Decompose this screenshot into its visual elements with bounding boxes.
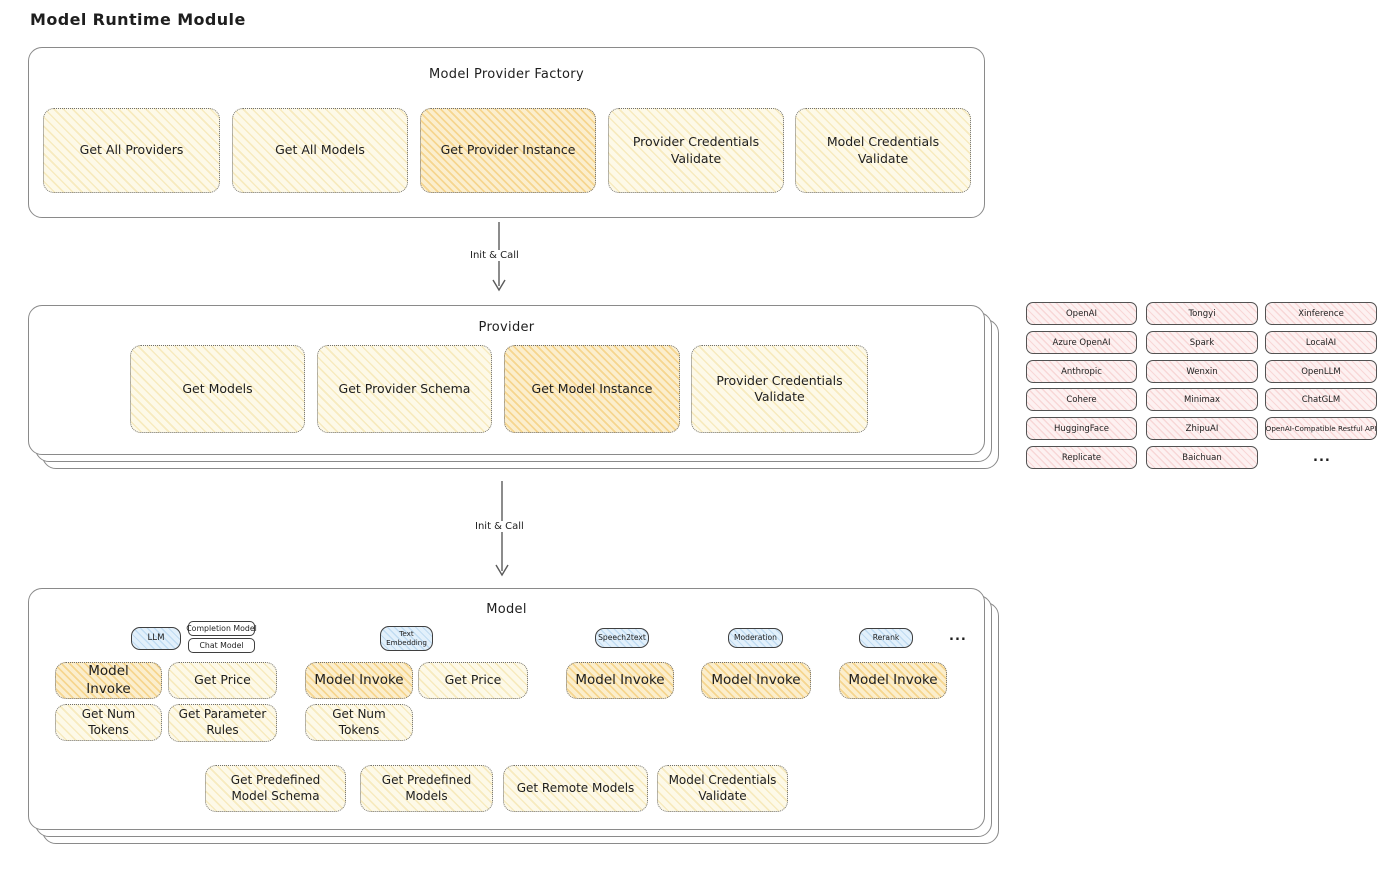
diagram-title: Model Runtime Module <box>30 10 246 29</box>
vendors-more-ellipsis: ... <box>1313 450 1331 465</box>
provider-item-get-model-instance: Get Model Instance <box>504 345 680 433</box>
model-model-credentials-validate: Model Credentials Validate <box>657 765 788 812</box>
init-call-label-1: Init & Call <box>466 250 523 261</box>
vendor-minimax: Minimax <box>1146 388 1258 411</box>
vendor-azure-openai: Azure OpenAI <box>1026 331 1137 354</box>
provider-item-provider-credentials-validate: Provider Credentials Validate <box>691 345 868 433</box>
factory-title: Model Provider Factory <box>429 67 584 82</box>
init-call-label-2: Init & Call <box>471 521 528 532</box>
speech2text-model-invoke: Model Invoke <box>566 662 674 699</box>
provider-title: Provider <box>478 320 535 335</box>
rerank-model-invoke: Model Invoke <box>839 662 947 699</box>
vendor-tongyi: Tongyi <box>1146 302 1258 325</box>
model-get-predefined-models: Get Predefined Models <box>360 765 493 812</box>
vendor-xinference: Xinference <box>1265 302 1377 325</box>
tag-llm: LLM <box>131 627 181 650</box>
factory-item-get-all-providers: Get All Providers <box>43 108 220 193</box>
vendor-localai: LocalAI <box>1265 331 1377 354</box>
llm-get-parameter-rules: Get Parameter Rules <box>168 704 277 742</box>
vendor-spark: Spark <box>1146 331 1258 354</box>
tag-chat-model: Chat Model <box>188 638 255 653</box>
text-embedding-model-invoke: Model Invoke <box>305 662 413 699</box>
vendor-wenxin: Wenxin <box>1146 360 1258 383</box>
vendor-baichuan: Baichuan <box>1146 446 1258 469</box>
factory-item-get-provider-instance: Get Provider Instance <box>420 108 596 193</box>
llm-model-invoke: Model Invoke <box>55 662 162 699</box>
vendor-cohere: Cohere <box>1026 388 1137 411</box>
vendor-chatglm: ChatGLM <box>1265 388 1377 411</box>
text-embedding-get-price: Get Price <box>418 662 528 699</box>
tag-rerank: Rerank <box>859 628 913 648</box>
vendor-huggingface: HuggingFace <box>1026 417 1137 440</box>
model-get-remote-models: Get Remote Models <box>503 765 648 812</box>
model-get-predefined-model-schema: Get Predefined Model Schema <box>205 765 346 812</box>
vendor-openai: OpenAI <box>1026 302 1137 325</box>
moderation-model-invoke: Model Invoke <box>701 662 811 699</box>
vendor-openai-compatible-restful-api: OpenAI-Compatible Restful API <box>1265 417 1377 440</box>
vendor-openllm: OpenLLM <box>1265 360 1377 383</box>
tag-speech2text: Speech2text <box>595 628 649 648</box>
llm-get-price: Get Price <box>168 662 277 699</box>
text-embedding-get-num-tokens: Get Num Tokens <box>305 704 413 741</box>
provider-item-get-provider-schema: Get Provider Schema <box>317 345 492 433</box>
model-title: Model <box>486 602 527 617</box>
tag-moderation: Moderation <box>728 628 783 648</box>
tag-text-embedding: Text Embedding <box>380 626 433 651</box>
factory-item-get-all-models: Get All Models <box>232 108 408 193</box>
tag-completion-model: Completion Model <box>186 621 257 636</box>
vendor-replicate: Replicate <box>1026 446 1137 469</box>
tags-more-ellipsis: ... <box>949 629 967 644</box>
llm-get-num-tokens: Get Num Tokens <box>55 704 162 741</box>
vendor-zhipuai: ZhipuAI <box>1146 417 1258 440</box>
vendor-anthropic: Anthropic <box>1026 360 1137 383</box>
provider-item-get-models: Get Models <box>130 345 305 433</box>
factory-item-provider-credentials-validate: Provider Credentials Validate <box>608 108 784 193</box>
factory-item-model-credentials-validate: Model Credentials Validate <box>795 108 971 193</box>
